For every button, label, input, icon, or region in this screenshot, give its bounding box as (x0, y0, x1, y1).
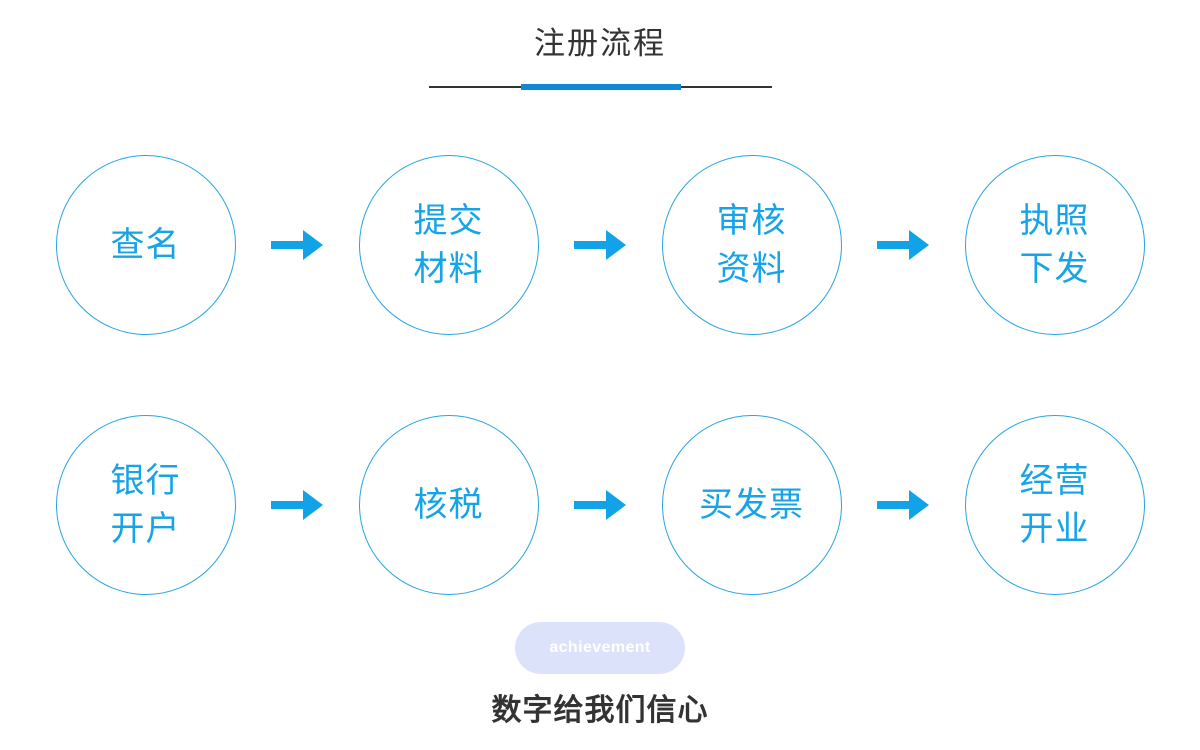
arrow-right-icon (236, 222, 359, 268)
arrow-right-icon (842, 482, 965, 528)
arrow-right-icon (539, 482, 662, 528)
flow-step-shen-he-zi-liao[interactable]: 审核 资料 (661, 155, 842, 335)
header: 注册流程 (0, 0, 1200, 90)
arrow-right-icon (539, 222, 662, 268)
flow-step-label: 银行 开户 (110, 462, 181, 548)
flow-step-label: 买发票 (699, 486, 804, 524)
flow-step-ti-jiao-cai-liao[interactable]: 提交 材料 (358, 155, 539, 335)
flow-step-label: 核税 (413, 486, 484, 524)
divider-accent-line (520, 84, 681, 90)
title-divider (428, 84, 772, 90)
footer: achievement 数字给我们信心 (0, 622, 1200, 732)
arrow-right-icon (236, 482, 359, 528)
flow-step-label: 审核 资料 (716, 202, 787, 288)
flow-step-mai-fa-piao[interactable]: 买发票 (661, 415, 842, 595)
arrow-right-icon (842, 222, 965, 268)
achievement-badge: achievement (515, 622, 685, 674)
flow-row-2: 银行 开户 核税 买发票 经营 开业 (0, 390, 1200, 620)
flow-step-label: 经营 开业 (1019, 462, 1090, 548)
flow-step-yin-hang-kai-hu[interactable]: 银行 开户 (55, 415, 236, 595)
flow-step-jing-ying-kai-ye[interactable]: 经营 开业 (964, 415, 1145, 595)
process-flow: 查名 提交 材料 审核 资料 执照 下发 银行 开户 (0, 130, 1200, 620)
page-title: 注册流程 (534, 26, 666, 61)
flow-step-cha-ming[interactable]: 查名 (55, 155, 236, 335)
flow-step-zhi-zhao-xia-fa[interactable]: 执照 下发 (964, 155, 1145, 335)
flow-step-label: 执照 下发 (1019, 202, 1090, 288)
flow-step-he-shui[interactable]: 核税 (358, 415, 539, 595)
flow-step-label: 提交 材料 (413, 202, 484, 288)
flow-row-1: 查名 提交 材料 审核 资料 执照 下发 (0, 130, 1200, 360)
footer-caption: 数字给我们信心 (491, 694, 709, 727)
flow-step-label: 查名 (110, 226, 181, 264)
